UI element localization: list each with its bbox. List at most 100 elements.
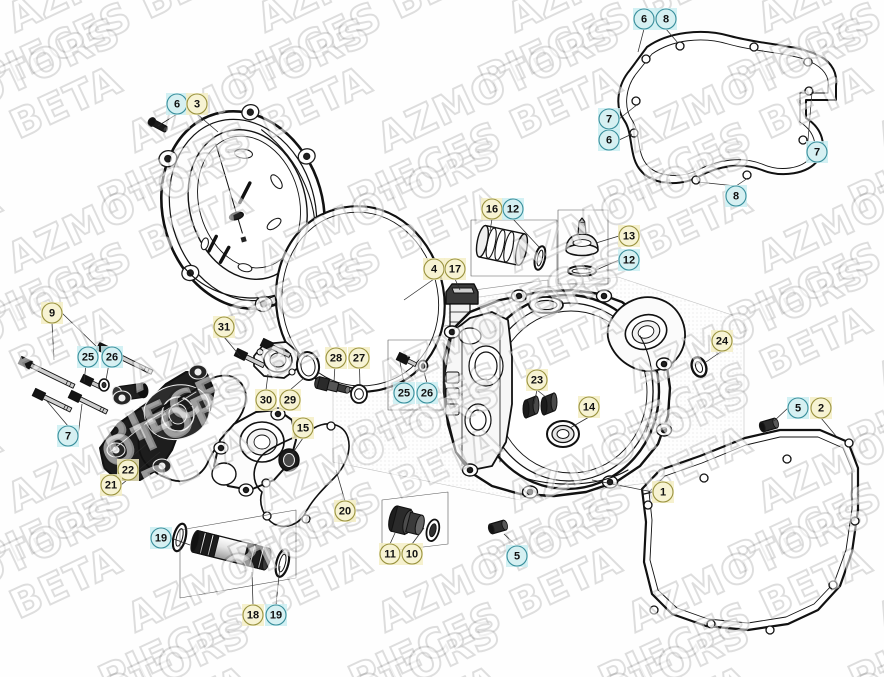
callout-circle [379, 543, 401, 565]
callout-circle [213, 316, 235, 338]
callout-label: 1 [660, 487, 666, 499]
callout-circle [810, 397, 832, 419]
part-29-o-ring [295, 351, 321, 381]
callout-label: 29 [284, 395, 296, 407]
callout-badge-20[interactable]: 20 [334, 500, 356, 522]
leader-lines [45, 28, 837, 606]
callout-label: 6 [606, 135, 612, 147]
callout-badge-5[interactable]: 5 [506, 545, 528, 567]
callout-circle [725, 185, 747, 207]
part-13-oil-filter-cap [557, 209, 609, 285]
callout-label: 12 [507, 204, 519, 216]
callout-circle [325, 347, 347, 369]
callout-badge-9[interactable]: 9 [41, 302, 63, 324]
callout-label: 27 [353, 353, 365, 365]
part-25-26-bolt-washer-right [387, 339, 445, 411]
part-2-clutch-cover-gasket [640, 428, 860, 635]
callout-label: 31 [218, 322, 230, 334]
callout-label: 26 [421, 388, 433, 400]
callout-circle [255, 389, 277, 411]
callout-badge-26[interactable]: 26 [416, 382, 438, 404]
callout-badge-4[interactable]: 4 [423, 258, 445, 280]
callout-badge-12[interactable]: 12 [618, 249, 640, 271]
callout-circle [711, 330, 733, 352]
callout-badge-30[interactable]: 30 [255, 389, 277, 411]
callout-badge-2[interactable]: 2 [810, 397, 832, 419]
callout-badge-6[interactable]: 6 [598, 129, 620, 151]
callout-badge-28[interactable]: 28 [325, 347, 347, 369]
callout-badge-7[interactable]: 7 [806, 141, 828, 163]
part-28-27-pin-washer [314, 376, 368, 404]
callout-circle [633, 8, 655, 30]
callout-label: 7 [606, 114, 612, 126]
callout-label: 2 [818, 403, 824, 415]
callout-badge-19[interactable]: 19 [265, 604, 287, 626]
callout-badge-6[interactable]: 6 [166, 93, 188, 115]
callout-badge-18[interactable]: 18 [242, 604, 264, 626]
callout-label: 25 [398, 388, 410, 400]
part-16-oil-filter-cartridge [470, 219, 558, 277]
callout-circle [787, 397, 809, 419]
callout-badge-26[interactable]: 26 [101, 346, 123, 368]
callout-badge-31[interactable]: 31 [213, 316, 235, 338]
callout-circle [242, 604, 264, 626]
callout-badge-25[interactable]: 25 [77, 346, 99, 368]
callout-badge-7[interactable]: 7 [57, 425, 79, 447]
part-15-mechanical-seal [278, 448, 300, 472]
callout-label: 14 [583, 402, 596, 414]
callout-badge-14[interactable]: 14 [578, 396, 600, 418]
callout-badge-22[interactable]: 22 [117, 459, 139, 481]
callout-circle [186, 93, 208, 115]
callout-label: 17 [449, 264, 461, 276]
callout-circle [101, 346, 123, 368]
callout-circle [655, 8, 677, 30]
callout-circle [100, 474, 122, 496]
callout-label: 4 [431, 264, 438, 276]
part-31-bolt-set [233, 337, 292, 369]
callout-circle [41, 302, 63, 324]
callout-label: 21 [105, 480, 117, 492]
callout-badge-8[interactable]: 8 [725, 185, 747, 207]
callout-label: 7 [814, 147, 820, 159]
crankcase-left-block [443, 311, 513, 471]
callout-badge-24[interactable]: 24 [711, 330, 733, 352]
part-20-water-pump-gasket [253, 421, 350, 528]
part-15-20-pump-body [211, 407, 350, 528]
callout-badge-12[interactable]: 12 [502, 198, 524, 220]
callout-badge-3[interactable]: 3 [186, 93, 208, 115]
callout-badge-25[interactable]: 25 [393, 382, 415, 404]
callout-badge-11[interactable]: 11 [379, 543, 401, 565]
callout-badge-21[interactable]: 21 [100, 474, 122, 496]
part-11-10-bearing-seal [381, 491, 449, 553]
callout-badge-19[interactable]: 19 [150, 527, 172, 549]
part-5-dowel-bush-bottom [487, 519, 508, 535]
part-12-o-ring-a [533, 245, 547, 271]
part-1-crankcase-clutch-cover [442, 288, 686, 499]
callout-label: 5 [795, 403, 801, 415]
callout-label: 8 [733, 191, 739, 203]
callout-badge-16[interactable]: 16 [481, 198, 503, 220]
callout-circle [117, 459, 139, 481]
callout-badge-13[interactable]: 13 [618, 225, 640, 247]
callout-label: 30 [260, 395, 272, 407]
callout-badge-8[interactable]: 8 [655, 8, 677, 30]
part-4-outer-cover-o-ring [274, 205, 446, 394]
callout-badge-1[interactable]: 1 [652, 481, 674, 503]
callout-badge-10[interactable]: 10 [401, 543, 423, 565]
callout-badge-29[interactable]: 29 [279, 389, 301, 411]
callout-circle [618, 225, 640, 247]
callout-badge-6[interactable]: 6 [633, 8, 655, 30]
callout-circle [393, 382, 415, 404]
callout-label: 5 [514, 551, 520, 563]
callout-badge-15[interactable]: 15 [292, 417, 314, 439]
callout-label: 9 [49, 308, 55, 320]
callout-badge-27[interactable]: 27 [348, 347, 370, 369]
callout-label: 10 [406, 549, 418, 561]
callout-label: 13 [623, 231, 635, 243]
callout-badge-17[interactable]: 17 [444, 258, 466, 280]
callout-badge-23[interactable]: 23 [526, 369, 548, 391]
callout-badge-5[interactable]: 5 [787, 397, 809, 419]
callout-badge-7[interactable]: 7 [598, 108, 620, 130]
callout-label: 18 [247, 610, 259, 622]
